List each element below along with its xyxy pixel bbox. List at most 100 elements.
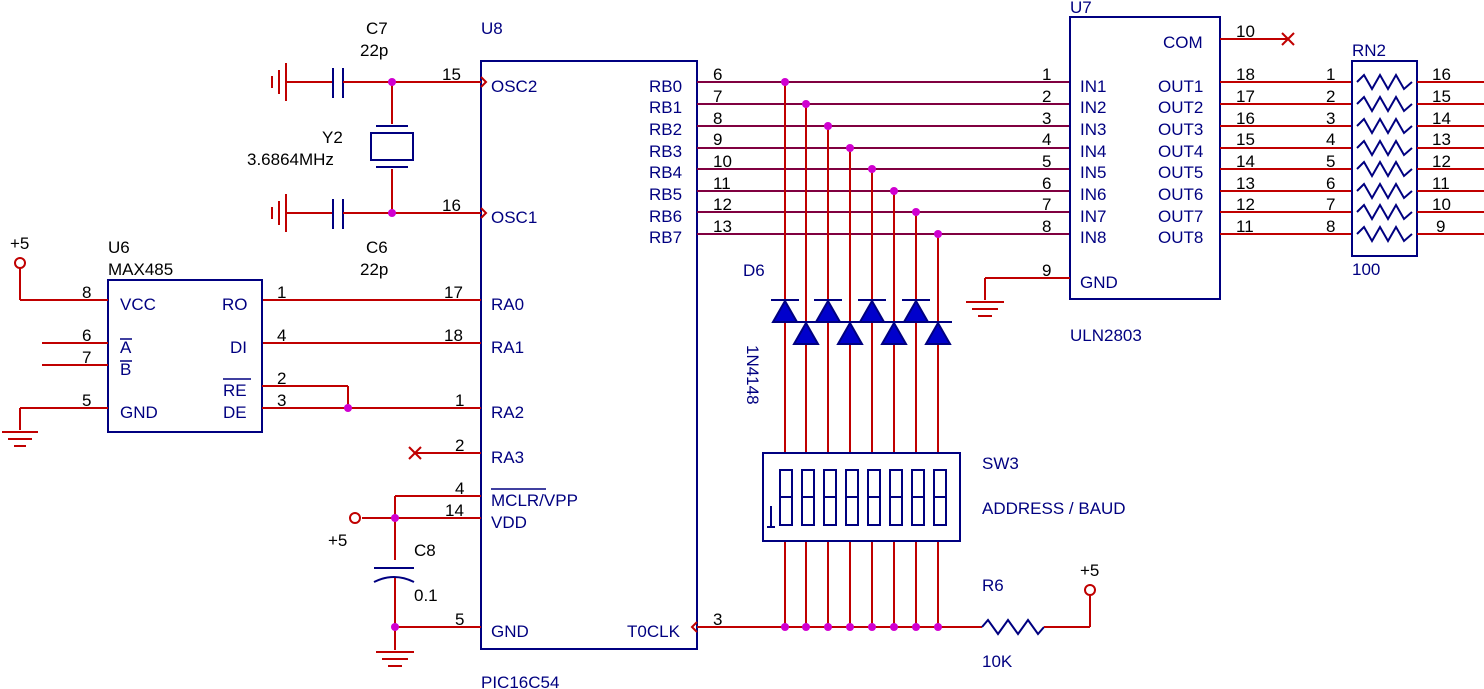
r6-value: 10K xyxy=(982,652,1013,671)
y2-crystal xyxy=(370,82,414,213)
svg-text:OUT3: OUT3 xyxy=(1158,120,1203,139)
u8-pin-num: 5 xyxy=(455,610,464,629)
c7-value: 22p xyxy=(360,41,388,60)
svg-text:B: B xyxy=(120,360,131,379)
svg-text:IN6: IN6 xyxy=(1080,185,1106,204)
u8-ref: U8 xyxy=(481,19,503,38)
svg-text:17: 17 xyxy=(1236,87,1255,106)
svg-text:8: 8 xyxy=(1042,217,1051,236)
c8-ref: C8 xyxy=(414,541,436,560)
ground-icon xyxy=(271,63,287,101)
svg-text:16: 16 xyxy=(1432,65,1451,84)
u8-pin-ra3: RA3 xyxy=(491,448,524,467)
u8-name: PIC16C54 xyxy=(481,673,559,689)
u6-name: MAX485 xyxy=(108,260,173,279)
svg-text:IN3: IN3 xyxy=(1080,120,1106,139)
svg-text:1: 1 xyxy=(1326,65,1335,84)
svg-text:8: 8 xyxy=(82,283,91,302)
y2-value: 3.6864MHz xyxy=(247,150,334,169)
u8-body xyxy=(480,60,698,650)
ground-icon xyxy=(376,651,414,667)
ground-icon xyxy=(966,301,1004,317)
u6-ref: U6 xyxy=(108,238,130,257)
vcc-terminal-icon xyxy=(1084,584,1096,596)
u6-right-pins: RO1 DI4 RE2 DE3 xyxy=(222,283,286,422)
svg-text:11: 11 xyxy=(1236,217,1254,236)
svg-text:RB2: RB2 xyxy=(649,120,682,139)
u8-pin-vdd: VDD xyxy=(491,513,527,532)
svg-text:14: 14 xyxy=(1432,109,1451,128)
r6-vcc: +5 xyxy=(1080,561,1099,580)
rn2-value: 100 xyxy=(1352,260,1380,279)
u8-pin-num: 14 xyxy=(445,501,464,520)
svg-text:13: 13 xyxy=(713,217,732,236)
svg-text:3: 3 xyxy=(277,391,286,410)
d6-value: 1N4148 xyxy=(743,345,762,405)
u7-outputs xyxy=(1220,81,1352,235)
c6-value: 22p xyxy=(360,260,388,279)
d6-diodes xyxy=(771,260,952,370)
svg-text:1: 1 xyxy=(277,283,286,302)
svg-text:COM: COM xyxy=(1163,33,1203,52)
svg-text:13: 13 xyxy=(1432,130,1451,149)
svg-text:6: 6 xyxy=(713,65,722,84)
svg-text:9: 9 xyxy=(713,130,722,149)
svg-text:1: 1 xyxy=(1042,65,1051,84)
svg-text:4: 4 xyxy=(1042,130,1051,149)
sw3-label: ADDRESS / BAUD xyxy=(982,499,1126,518)
vcc-terminal-icon xyxy=(14,257,26,269)
svg-text:13: 13 xyxy=(1236,174,1255,193)
svg-text:OUT5: OUT5 xyxy=(1158,163,1203,182)
d6-ref: D6 xyxy=(743,261,765,280)
u8-pin-osc1: OSC1 xyxy=(491,208,537,227)
rn2-ref: RN2 xyxy=(1352,41,1386,60)
svg-text:T0CLK: T0CLK xyxy=(627,622,681,641)
svg-text:DE: DE xyxy=(223,403,247,422)
u8-vcc: +5 xyxy=(328,531,347,550)
svg-text:7: 7 xyxy=(713,87,722,106)
svg-text:2: 2 xyxy=(1042,87,1051,106)
svg-text:14: 14 xyxy=(1236,152,1255,171)
svg-text:6: 6 xyxy=(1042,174,1051,193)
svg-text:DI: DI xyxy=(230,338,247,357)
u8-pin-gnd: GND xyxy=(491,622,529,641)
svg-text:10: 10 xyxy=(713,152,732,171)
rn2-body xyxy=(1351,60,1418,257)
svg-text:8: 8 xyxy=(1326,217,1335,236)
svg-text:GND: GND xyxy=(1080,273,1118,292)
svg-text:5: 5 xyxy=(1042,152,1051,171)
u8-pin-num: 17 xyxy=(444,283,463,302)
u8-pin-num: 4 xyxy=(455,479,464,498)
sw3-dip-switch xyxy=(762,452,961,542)
svg-text:5: 5 xyxy=(82,391,91,410)
u6-body xyxy=(107,279,263,433)
svg-text:3: 3 xyxy=(1326,109,1335,128)
u8-pin-osc2: OSC2 xyxy=(491,77,537,96)
svg-text:9: 9 xyxy=(1042,261,1051,280)
svg-text:RB7: RB7 xyxy=(649,228,682,247)
svg-text:OUT4: OUT4 xyxy=(1158,142,1203,161)
c7-ref: C7 xyxy=(366,19,388,38)
u8-pin-mclr: MCLR/VPP xyxy=(491,491,578,510)
svg-text:12: 12 xyxy=(713,195,732,214)
u8-pin-ra2: RA2 xyxy=(491,403,524,422)
svg-text:OUT6: OUT6 xyxy=(1158,185,1203,204)
rb-bus xyxy=(697,81,1070,235)
svg-text:4: 4 xyxy=(277,326,286,345)
svg-text:8: 8 xyxy=(713,109,722,128)
c6-capacitor xyxy=(286,199,395,229)
svg-text:IN5: IN5 xyxy=(1080,163,1106,182)
svg-text:IN1: IN1 xyxy=(1080,77,1106,96)
ground-icon xyxy=(271,194,287,232)
svg-text:IN8: IN8 xyxy=(1080,228,1106,247)
svg-text:OUT2: OUT2 xyxy=(1158,98,1203,117)
svg-text:6: 6 xyxy=(1326,174,1335,193)
sw3-ref: SW3 xyxy=(982,454,1019,473)
svg-text:RB4: RB4 xyxy=(649,163,682,182)
